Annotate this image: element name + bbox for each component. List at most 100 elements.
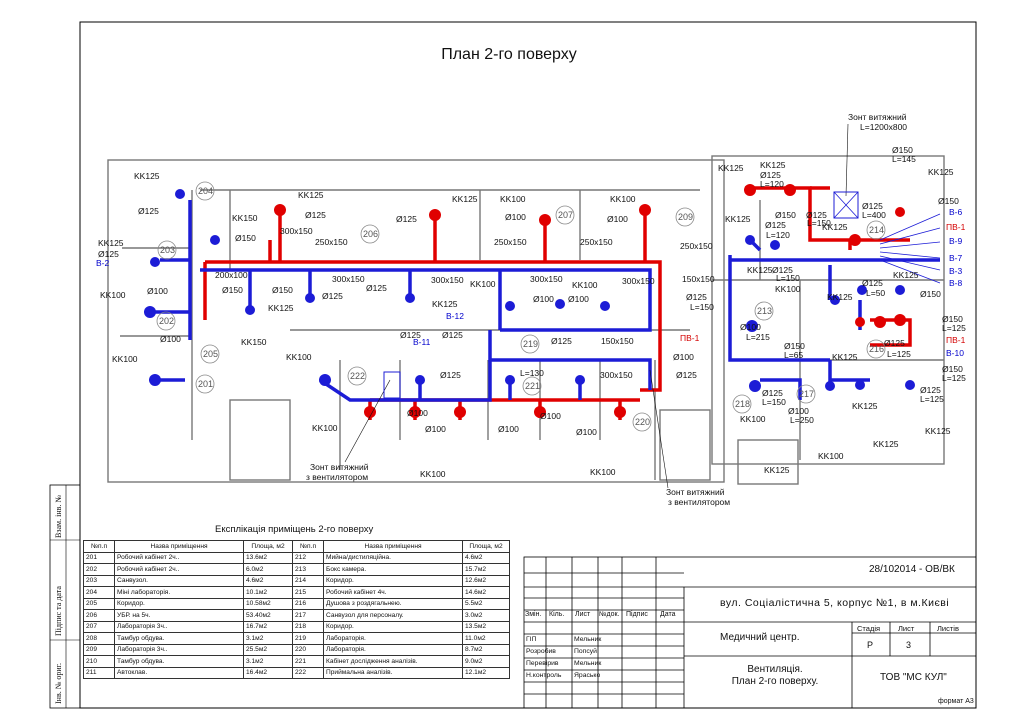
svg-text:Ø100: Ø100 <box>607 214 628 224</box>
svg-text:Ø125: Ø125 <box>138 206 159 216</box>
svg-text:250x150: 250x150 <box>680 241 713 251</box>
svg-text:L=125: L=125 <box>887 349 911 359</box>
table-cell: 6.0м2 <box>243 563 293 576</box>
role-label: ГІП <box>526 636 537 643</box>
svg-text:Ø100: Ø100 <box>425 424 446 434</box>
room-number: 222 <box>350 371 365 381</box>
side-label: Взам. інв. № <box>54 494 63 538</box>
hood-note-1-line2: з вентилятором <box>306 472 368 482</box>
room-number: 213 <box>757 306 772 316</box>
room-number: 217 <box>799 389 814 399</box>
role-person: Мельник <box>574 636 602 643</box>
svg-text:ПВ-1: ПВ-1 <box>680 333 700 343</box>
svg-text:Ø150: Ø150 <box>784 341 805 351</box>
svg-text:Ø100: Ø100 <box>568 294 589 304</box>
svg-text:Ø125: Ø125 <box>305 210 326 220</box>
svg-text:200x100: 200x100 <box>215 270 248 280</box>
svg-text:B-8: B-8 <box>949 278 963 288</box>
svg-text:B-2: B-2 <box>96 258 110 268</box>
side-stamp-frame <box>49 484 81 709</box>
sheet-title: Вентиляція. План 2-го поверху. <box>731 664 819 687</box>
svg-text:KK100: KK100 <box>312 423 338 433</box>
table-cell: 13.5м2 <box>462 620 510 633</box>
sheets-label: Листів <box>937 624 959 633</box>
svg-text:Ø150: Ø150 <box>942 314 963 324</box>
svg-text:Ø150: Ø150 <box>920 289 941 299</box>
svg-text:L=65: L=65 <box>784 350 803 360</box>
table-cell: 5.5м2 <box>462 597 510 610</box>
svg-text:Ø100: Ø100 <box>673 352 694 362</box>
table-cell: 12.1м2 <box>462 666 510 679</box>
svg-text:250x150: 250x150 <box>580 237 613 247</box>
svg-text:L=1200x800: L=1200x800 <box>860 122 907 132</box>
svg-text:KK125: KK125 <box>134 171 160 181</box>
svg-text:KK125: KK125 <box>760 160 786 170</box>
table-header: №п.п <box>292 540 324 553</box>
svg-text:KK125: KK125 <box>268 303 294 313</box>
riser-bundle <box>879 213 941 284</box>
svg-text:KK100: KK100 <box>100 290 126 300</box>
table-cell: 216 <box>292 597 324 610</box>
col-header: Лист <box>575 611 591 618</box>
object-name: Медичний центр. <box>720 632 800 643</box>
svg-text:KK100: KK100 <box>470 279 496 289</box>
table-cell: Робочий кабінет 2ч.. <box>114 551 244 564</box>
svg-text:KK150: KK150 <box>232 213 258 223</box>
svg-text:Ø125: Ø125 <box>862 278 883 288</box>
svg-text:L=130: L=130 <box>520 368 544 378</box>
svg-text:Ø100: Ø100 <box>740 322 761 332</box>
format-label: формат А3 <box>938 698 974 705</box>
hood-note-2-line1: Зонт витяжний <box>666 487 725 497</box>
table-cell: 209 <box>83 643 115 656</box>
svg-text:KK100: KK100 <box>420 469 446 479</box>
svg-text:ПВ-1: ПВ-1 <box>946 222 966 232</box>
svg-text:Ø125: Ø125 <box>551 336 572 346</box>
svg-text:KK125: KK125 <box>827 292 853 302</box>
role-person: Попсуй <box>574 648 597 655</box>
svg-text:KK125: KK125 <box>725 214 751 224</box>
room-number: 201 <box>198 379 213 389</box>
svg-text:KK125: KK125 <box>873 439 899 449</box>
svg-text:150x150: 150x150 <box>682 274 715 284</box>
svg-text:KK125: KK125 <box>718 163 744 173</box>
table-cell: 213 <box>292 563 324 576</box>
room-number: 219 <box>523 339 538 349</box>
svg-text:Ø150: Ø150 <box>272 285 293 295</box>
stage-label: Стадія <box>857 624 881 633</box>
svg-text:KK100: KK100 <box>818 451 844 461</box>
svg-text:KK100: KK100 <box>286 352 312 362</box>
svg-text:250x150: 250x150 <box>315 237 348 247</box>
table-cell: Лабораторія 3ч.. <box>114 643 244 656</box>
table-cell: 202 <box>83 563 115 576</box>
building-walls <box>107 155 945 485</box>
svg-text:Ø100: Ø100 <box>576 427 597 437</box>
svg-text:KK100: KK100 <box>610 194 636 204</box>
explication-title: Експлікація приміщень 2-го поверху <box>215 524 374 535</box>
table-cell: 212 <box>292 551 324 564</box>
svg-text:Ø100: Ø100 <box>498 424 519 434</box>
svg-text:L=120: L=120 <box>760 179 784 189</box>
svg-text:KK100: KK100 <box>740 414 766 424</box>
table-cell: Кабінет дослідження аналізів. <box>323 655 463 668</box>
table-cell: 207 <box>83 620 115 633</box>
svg-text:Ø100: Ø100 <box>533 294 554 304</box>
svg-text:KK125: KK125 <box>98 238 124 248</box>
table-cell: 3.1м2 <box>243 655 293 668</box>
svg-text:Ø150: Ø150 <box>235 233 256 243</box>
svg-text:Ø125: Ø125 <box>686 292 707 302</box>
system-tags: B-2 B-12 B-11 ПВ-1 B-6 ПВ-1 B-9 B-7 B-3 … <box>96 207 966 358</box>
role-label: Розробив <box>526 648 556 655</box>
svg-text:B-3: B-3 <box>949 266 963 276</box>
svg-text:Ø100: Ø100 <box>788 406 809 416</box>
supply-diffusers <box>274 184 906 418</box>
svg-text:300x150: 300x150 <box>530 274 563 284</box>
table-cell: Санвузол для персоналу. <box>323 609 463 622</box>
table-cell: Бокс камера. <box>323 563 463 576</box>
